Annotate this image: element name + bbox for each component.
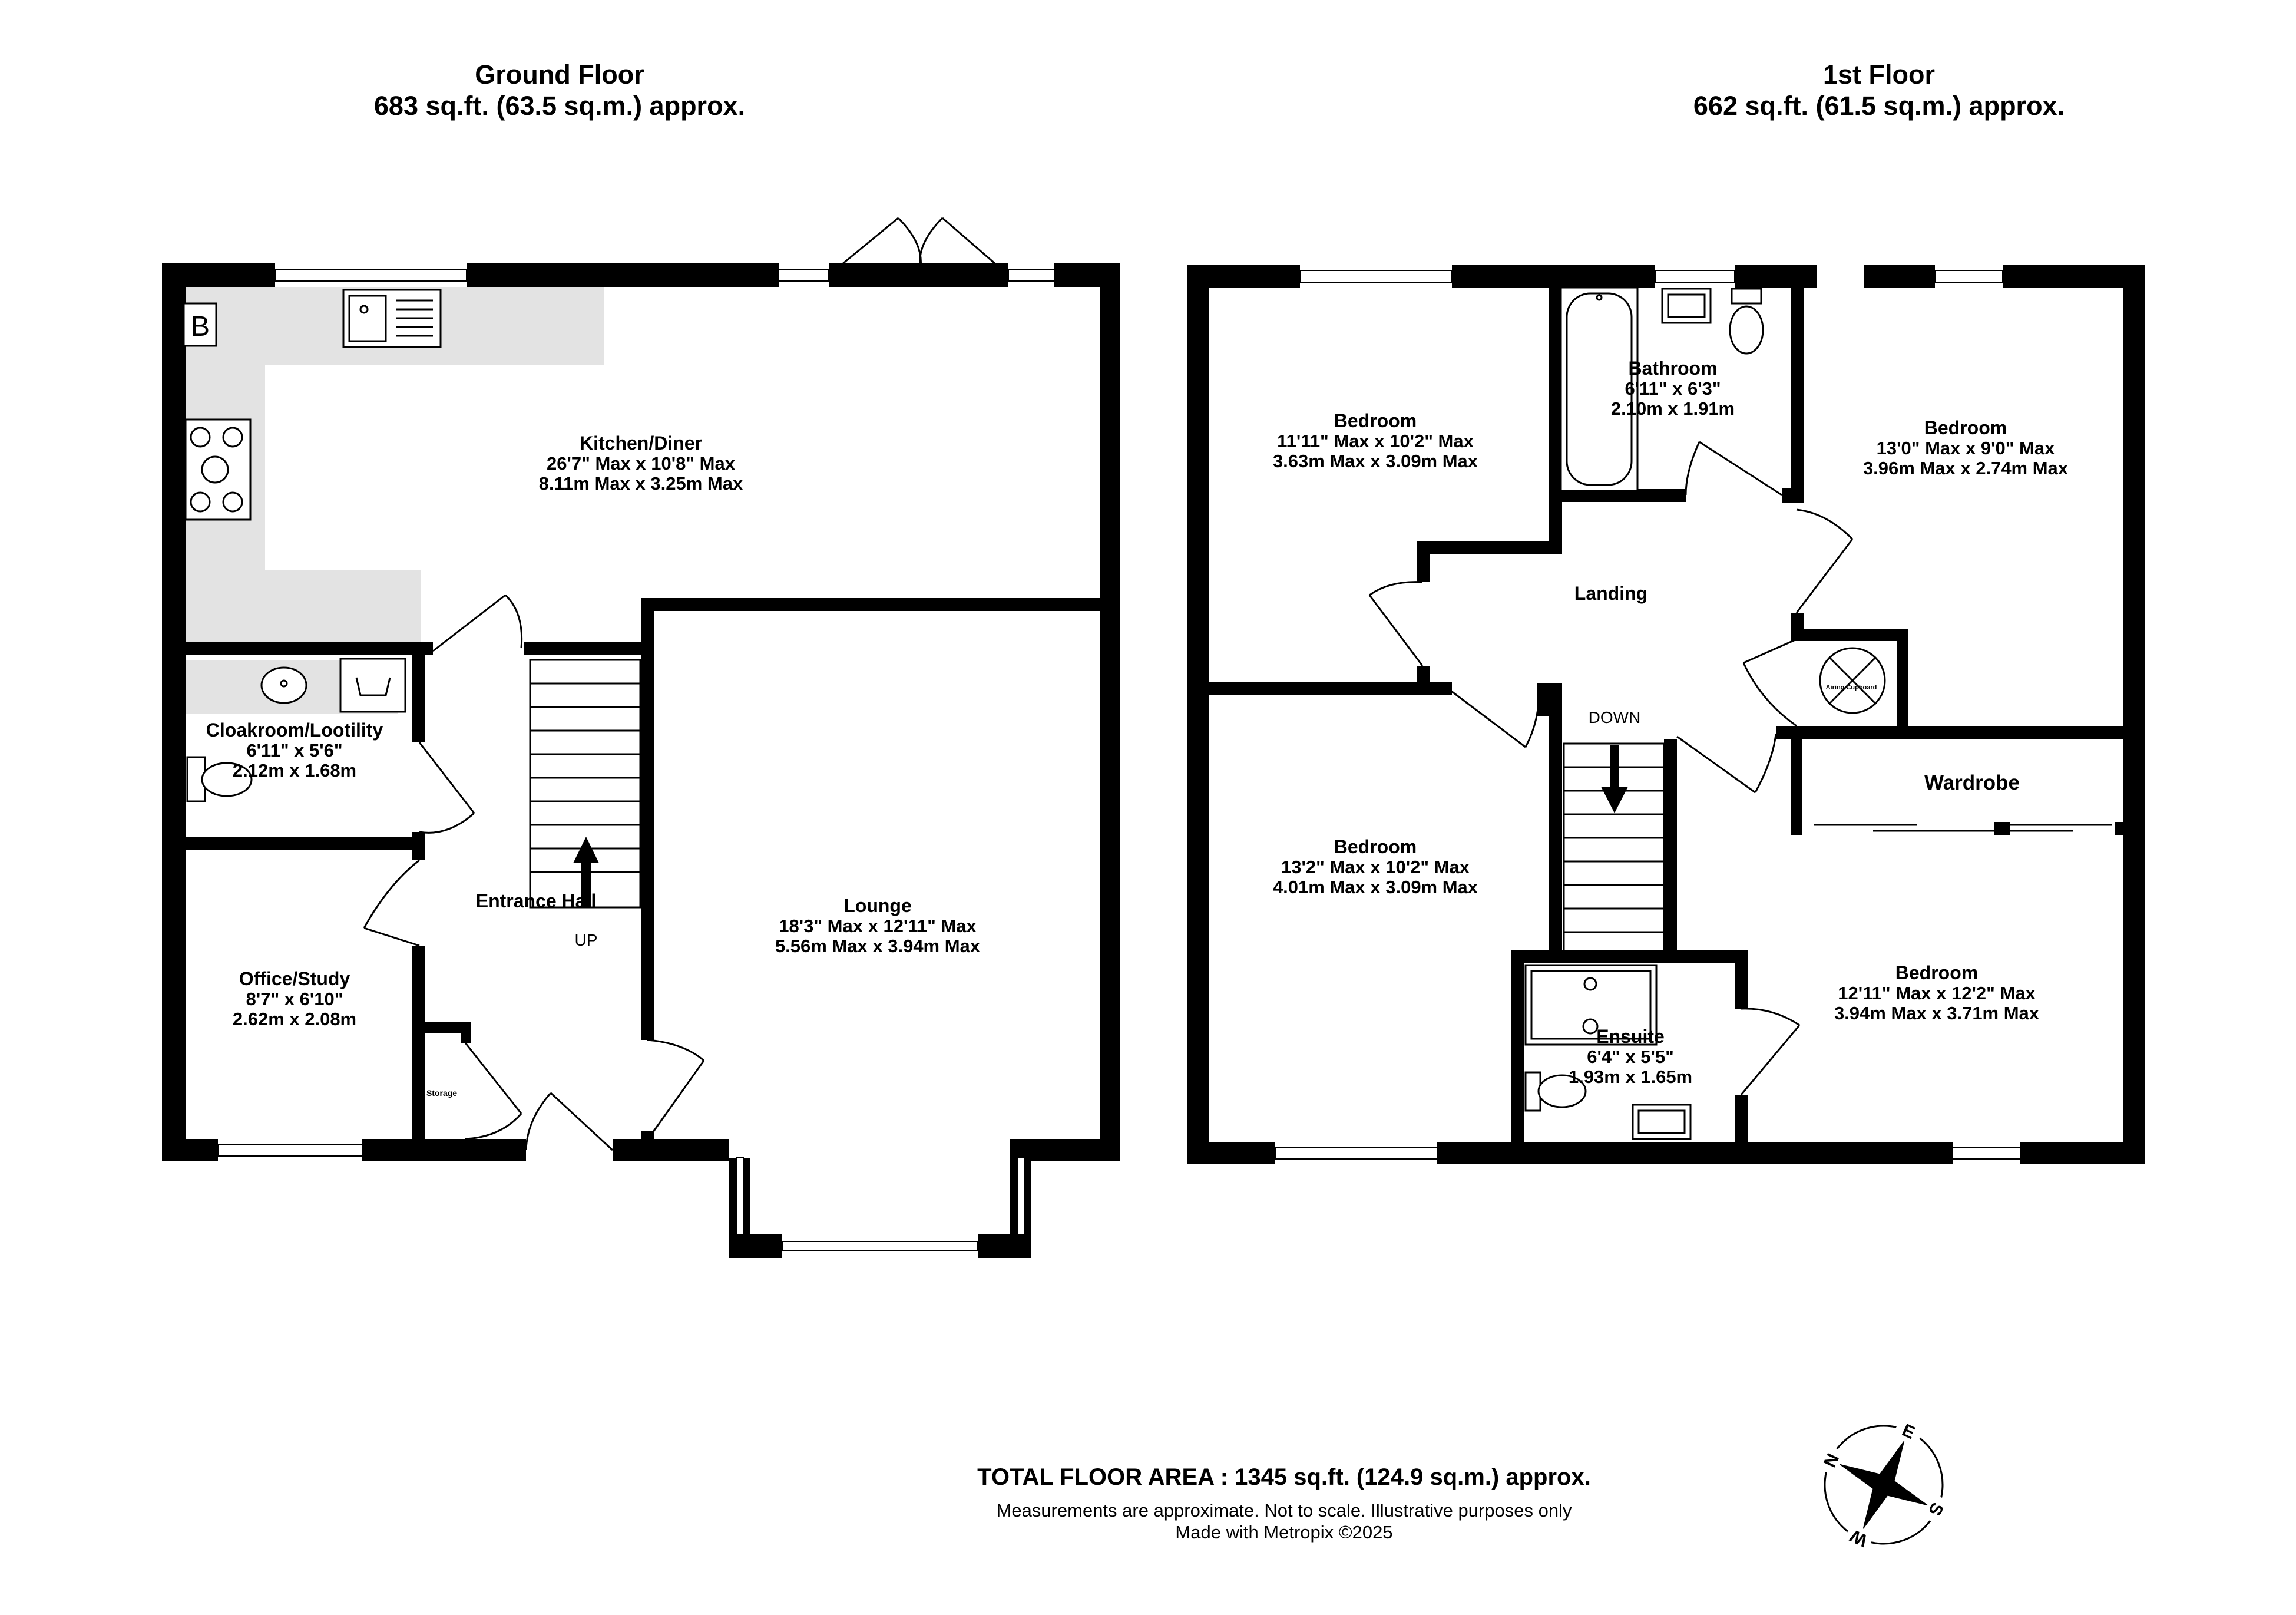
landing-name: Landing	[1574, 583, 1647, 604]
compass-icon: N E S W	[1815, 1416, 1953, 1554]
ground-floor-title: Ground Floor 683 sq.ft. (63.5 sq.m.) app…	[324, 59, 795, 121]
office-name: Office/Study	[239, 968, 350, 989]
bed2-dim-imperial: 13'0" Max x 9'0" Max	[1877, 438, 2055, 458]
storage-name: Storage	[426, 1088, 457, 1098]
cloak-dim-metric: 2.12m x 1.68m	[233, 760, 356, 781]
bed3-dim-imperial: 13'2" Max x 10'2" Max	[1281, 857, 1470, 877]
bed4-dim-metric: 3.94m Max x 3.71m Max	[1834, 1003, 2040, 1023]
cloak-wc-icon	[186, 756, 253, 802]
ensuite-wc-icon	[1524, 1071, 1587, 1112]
office-dim-imperial: 8'7" x 6'10"	[246, 989, 343, 1009]
hall-name: Entrance Hall	[476, 890, 597, 911]
office-dim-metric: 2.62m x 2.08m	[233, 1009, 356, 1029]
ensuite-dim-imperial: 6'4" x 5'5"	[1587, 1046, 1674, 1067]
first-floor-walls	[1187, 265, 2145, 1164]
bath-name: Bathroom	[1628, 358, 1717, 379]
bathroom-wc-icon	[1729, 288, 1764, 355]
stairs-down-arrow	[1601, 745, 1628, 813]
bed1-dim-metric: 3.63m Max x 3.09m Max	[1273, 451, 1478, 471]
ground-floor-plan: B	[162, 217, 1120, 1258]
hob-icon	[184, 418, 252, 521]
shower-icon	[1524, 964, 1658, 1046]
first-floor-doors	[1368, 441, 1854, 1095]
french-doors	[828, 217, 1009, 276]
ground-floor-doors	[363, 594, 705, 1151]
cloak-basin-icon	[260, 666, 307, 704]
stairs-up-arrow	[573, 837, 599, 907]
airing-cupboard-icon	[1819, 647, 1886, 714]
boiler-label: B	[191, 311, 210, 342]
first-floor-title: 1st Floor 662 sq.ft. (61.5 sq.m.) approx…	[1643, 59, 2115, 121]
lounge-dim-metric: 5.56m Max x 3.94m Max	[775, 936, 981, 956]
bed2-name: Bedroom	[1924, 417, 2007, 438]
first-floor-windows	[1275, 270, 2021, 1160]
wardrobe-name: Wardrobe	[1924, 771, 2020, 794]
ensuite-basin-icon	[1632, 1104, 1692, 1140]
bed1-name: Bedroom	[1334, 410, 1417, 431]
bath-dim-imperial: 6'11" x 6'3"	[1625, 378, 1721, 399]
first-floor-plan: Bedroom 11'11" Max x 10'2" Max 3.63m Max…	[1187, 265, 2145, 1164]
bed2-dim-metric: 3.96m Max x 2.74m Max	[1863, 458, 2069, 478]
boiler-icon: B	[183, 302, 217, 347]
total-floor-area: TOTAL FLOOR AREA : 1345 sq.ft. (124.9 sq…	[977, 1464, 1591, 1490]
footer-disclaimer: Measurements are approximate. Not to sca…	[996, 1500, 1572, 1521]
bath-tub-icon	[1560, 286, 1639, 492]
footer-made-with: Made with Metropix ©2025	[1175, 1521, 1393, 1543]
airing-name: Airing Cupboard	[1826, 684, 1877, 691]
ground-floor-windows	[217, 269, 1055, 1157]
footer-note: Measurements are approximate. Not to sca…	[842, 1500, 1726, 1543]
ground-floor-name: Ground Floor	[475, 60, 644, 90]
stairs-up-label: UP	[575, 931, 598, 949]
bed3-name: Bedroom	[1334, 836, 1417, 857]
wardrobe-rail	[1814, 824, 2112, 832]
stairs-down-label: DOWN	[1589, 708, 1641, 726]
bath-dim-metric: 2.10m x 1.91m	[1611, 398, 1735, 419]
ground-floor-walls	[162, 263, 1120, 1161]
bed4-name: Bedroom	[1895, 962, 1978, 983]
kitchen-dim-imperial: 26'7" Max x 10'8" Max	[547, 453, 736, 474]
bathroom-basin-icon	[1661, 288, 1712, 324]
kitchen-name: Kitchen/Diner	[580, 432, 702, 454]
first-floor-area: 662 sq.ft. (61.5 sq.m.) approx.	[1693, 91, 2065, 121]
ensuite-dim-metric: 1.93m x 1.65m	[1569, 1066, 1692, 1087]
cloak-name: Cloakroom/Lootility	[206, 719, 383, 741]
bed4-dim-imperial: 12'11" Max x 12'2" Max	[1838, 983, 2036, 1003]
lounge-name: Lounge	[843, 895, 912, 916]
lounge-dim-imperial: 18'3" Max x 12'11" Max	[779, 916, 977, 936]
kitchen-dim-metric: 8.11m Max x 3.25m Max	[539, 473, 743, 494]
cloak-dim-imperial: 6'11" x 5'6"	[246, 740, 342, 761]
lounge-bay-window	[729, 1157, 1031, 1258]
bed1-dim-imperial: 11'11" Max x 10'2" Max	[1277, 431, 1474, 451]
first-floor-name: 1st Floor	[1822, 60, 1936, 90]
bed3-dim-metric: 4.01m Max x 3.09m Max	[1273, 877, 1478, 897]
ensuite-name: Ensuite	[1596, 1026, 1665, 1047]
washing-machine-icon	[339, 658, 406, 713]
ground-floor-area: 683 sq.ft. (63.5 sq.m.) approx.	[373, 91, 746, 121]
kitchen-sink-icon	[342, 289, 442, 348]
